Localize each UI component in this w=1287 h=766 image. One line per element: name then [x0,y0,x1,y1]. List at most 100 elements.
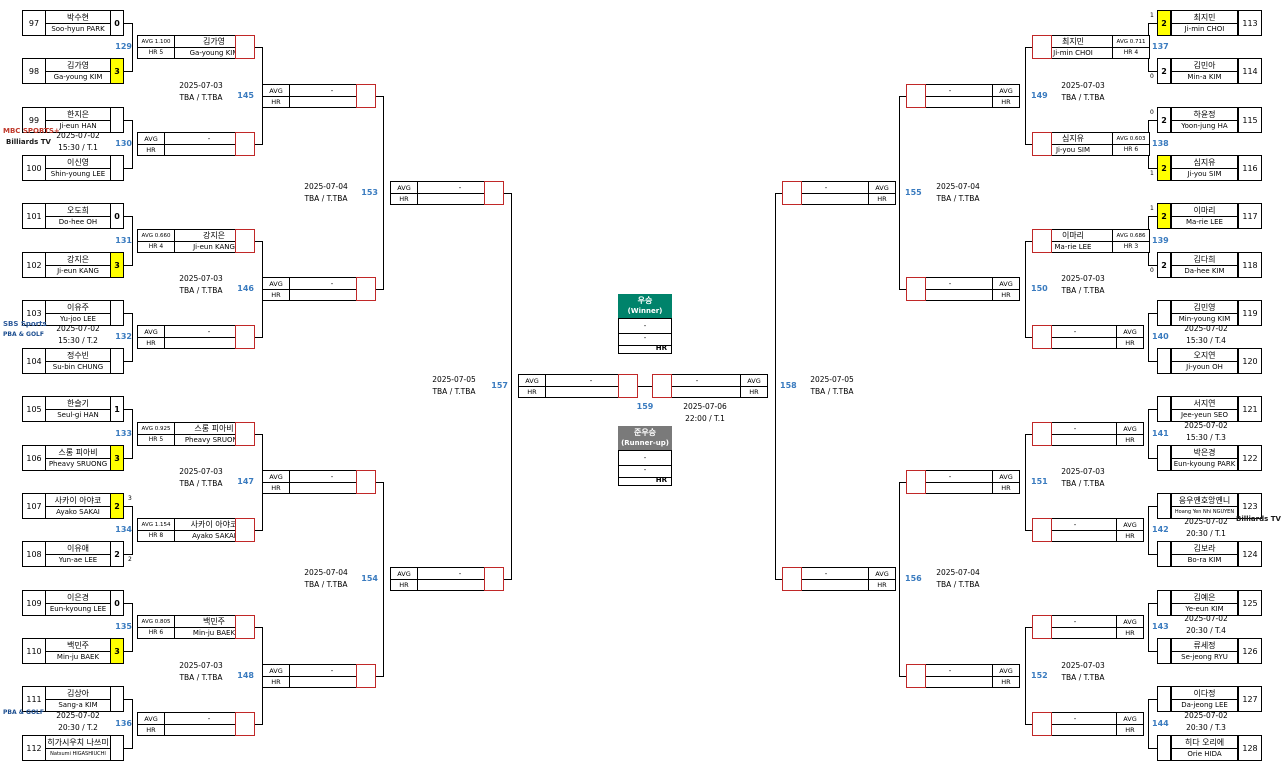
player-name-english: Ayako SAKAI [56,508,100,516]
match-score: 0 [110,590,124,616]
match-score [110,348,124,374]
bracket-line [899,676,906,677]
avg-value: - [1073,327,1077,336]
runnerup-body: --HR [618,450,672,486]
bracket-line [132,409,133,459]
match-time: TBA / T.TBA [936,580,980,589]
advanced-player-korean: 최지민 [1061,37,1085,46]
result-row: HR [519,386,637,397]
tiebreak-score: 1 [1150,205,1154,212]
bracket-line [1148,313,1149,362]
result-row: AVG- [907,85,1019,97]
bracket-line [1148,748,1157,749]
match-time: TBA / T.TBA [304,194,348,203]
player-hr: HR 6 [1112,144,1149,155]
match-date: 2025-07-03 [179,81,223,90]
match-time: 20:30 / T.1 [1186,529,1226,538]
player-avg: AVG 0.925 [138,423,175,434]
winner-body: --HR [618,318,672,354]
match-number: 150 [1031,284,1048,293]
hr-label: HR [1116,337,1143,348]
result-row: HR [263,482,375,493]
seed-number: 123 [1238,493,1262,519]
match-date: 2025-07-06 [683,402,727,411]
match-date: 2025-07-02 [1184,324,1228,333]
avg-value: - [1073,424,1077,433]
avg-label: AVG [263,471,290,482]
runnerup-header: 준우승(Runner-up) [618,426,672,450]
match-number: 152 [1031,671,1048,680]
pba-golf-logo: PBA & GOLF [3,331,44,338]
advance-slot [906,470,926,494]
avg-label: AVG [992,278,1019,289]
advance-slot [356,470,376,494]
runnerup-name: - [619,451,671,466]
match-score [110,300,124,326]
bracket-line [1148,458,1157,459]
bracket-line [1025,144,1032,145]
player-name-korean: 히가시우치 나쓰미 [46,736,110,749]
advance-slot [235,229,255,253]
result-row: HR [263,676,375,687]
advance-slot [484,567,504,591]
match-number: 154 [361,574,378,583]
match-number: 159 [636,402,654,411]
player-name-english: Yu-joo LEE [60,315,96,323]
match-date: 2025-07-03 [179,661,223,670]
mbc-sports-logo: MBC SPORTS+ [3,127,60,135]
avg-label: AVG [992,665,1019,676]
avg-value: - [207,327,211,336]
avg-label: AVG [1116,616,1143,627]
result-row: HR [263,96,375,107]
winner-hr: HR [655,344,667,352]
player-name-english: Hoang Yen Nhi NGUYEN [1174,509,1235,515]
match-time: TBA / T.TBA [810,387,854,396]
avg-value: - [948,86,952,95]
match-number: 144 [1152,719,1169,728]
player-avg: AVG 0.686 [1112,230,1149,241]
result-row: HR [783,193,895,204]
advance-slot [1032,35,1052,59]
hr-label: HR [992,96,1019,107]
avg-value: - [948,279,952,288]
player-name-korean: 류세정 [1172,639,1237,652]
player-name-korean: 박수현 [46,11,110,24]
bracket-line [899,482,900,677]
hr-label: HR [263,482,290,493]
seed-number: 114 [1238,58,1262,84]
winner-name: - [619,319,671,334]
bracket-line [1148,651,1157,652]
match-date: 2025-07-02 [56,711,100,720]
player-name-korean: 사카이 아야코 [46,494,110,507]
match-date: 2025-07-02 [1184,614,1228,623]
player-name-english: Do-hee OH [58,218,98,226]
match-time: TBA / T.TBA [304,580,348,589]
result-row: HR [1033,724,1143,735]
match-time: TBA / T.TBA [179,286,223,295]
seed-number: 98 [22,58,46,84]
bracket-line [1148,120,1157,121]
avg-label: AVG [1116,423,1143,434]
avg-label: AVG [1116,713,1143,724]
advance-slot [1032,229,1052,253]
avg-value: - [948,472,952,481]
bracket-line [132,120,133,169]
player-avg: AVG 0.711 [1112,36,1149,47]
player-name-korean: 김보라 [1172,542,1237,555]
seed-number: 106 [22,445,46,471]
advanced-player-english: Ma-rie LEE [1054,242,1092,251]
